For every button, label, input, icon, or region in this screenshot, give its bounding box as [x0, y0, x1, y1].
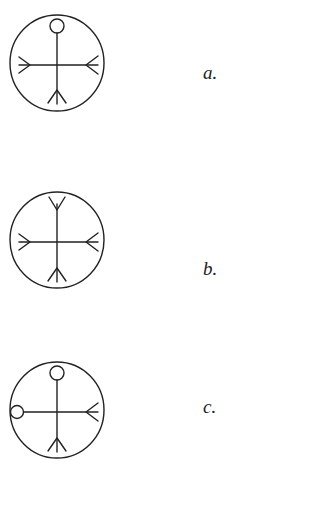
figure-letter: c.: [203, 397, 216, 416]
symbol-b: [10, 192, 104, 288]
symbol-c: [10, 362, 104, 458]
figure-letter: b.: [203, 259, 217, 278]
symbol-a: [10, 15, 104, 111]
figure-letter: a.: [203, 63, 217, 82]
